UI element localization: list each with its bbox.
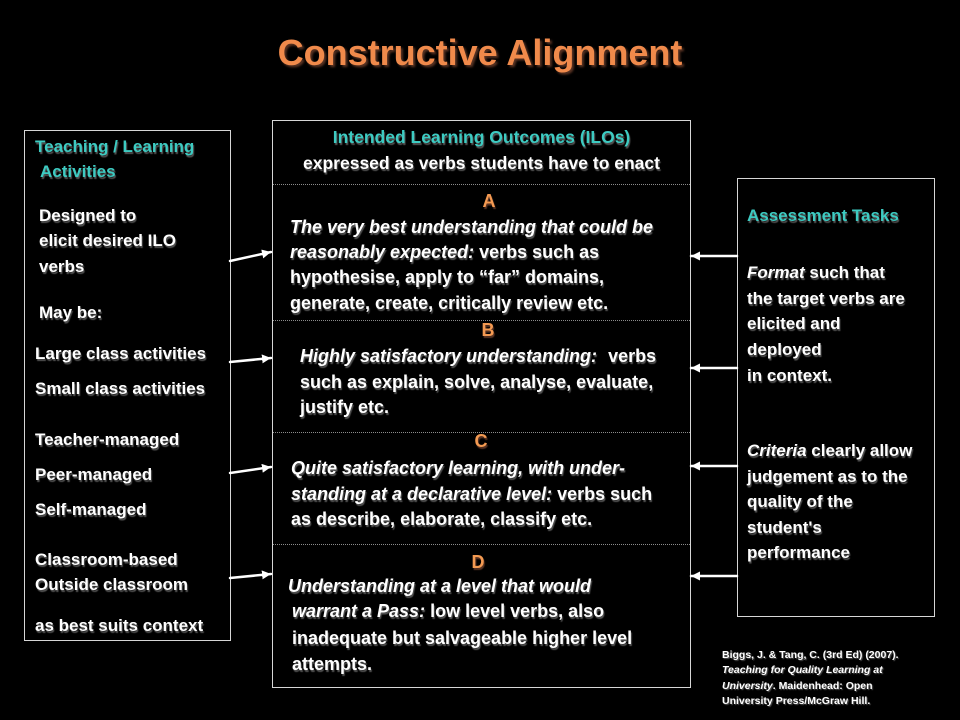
level-divider (273, 544, 690, 545)
level-a-line: The very best understanding that could b… (290, 217, 654, 237)
format-line: elicited and (747, 314, 841, 333)
level-b-text: verbs (608, 346, 657, 366)
level-b-italic-phrase: Highly satisfactory understanding: (300, 346, 598, 366)
format-line: the target verbs are (747, 289, 905, 308)
format-line: in context. (747, 366, 833, 385)
level-b-line: justify etc. (300, 397, 390, 417)
level-a-line: generate, create, critically review etc. (290, 293, 609, 313)
format-line: Format such that (747, 263, 885, 283)
level-b-letter: B (481, 320, 495, 340)
level-d-line: warrant a Pass: low level verbs, also (292, 600, 604, 622)
criteria-line: judgement as to the (747, 467, 908, 486)
criteria-term: Criteria (747, 441, 807, 460)
level-divider (273, 184, 690, 185)
criteria-line: quality of the (747, 492, 853, 511)
ilo-subheading: expressed as verbs students have to enac… (303, 153, 660, 173)
level-b-line: Highly satisfactory understanding: verbs (300, 345, 656, 367)
level-d-italic-phrase: warrant a Pass: (292, 601, 426, 621)
format-line: deployed (747, 340, 822, 359)
tla-designed-line-3: verbs (39, 257, 85, 276)
level-c-letter: C (474, 431, 488, 451)
citation-line: University. Maidenhead: Open (722, 679, 873, 693)
teaching-learning-activities-panel: Teaching / Learning Activities Designed … (24, 130, 231, 641)
assessment-tasks-panel: Assessment Tasks Format such that the ta… (737, 178, 935, 617)
level-d-line: inadequate but salvageable higher level (292, 628, 633, 648)
arrow-tla-to-level-b (228, 354, 273, 364)
ilo-heading: Intended Learning Outcomes (ILOs) (332, 127, 631, 147)
tla-item: Teacher-managed (35, 430, 180, 449)
criteria-line: student's (747, 518, 822, 537)
level-a-line: hypothesise, apply to “far” domains, (290, 267, 605, 287)
level-divider (273, 432, 690, 433)
tla-item: Peer-managed (35, 465, 153, 484)
tla-item: Classroom-based (35, 550, 178, 569)
slide-title: Constructive Alignment (277, 32, 683, 73)
intended-learning-outcomes-panel: Intended Learning Outcomes (ILOs) expres… (272, 120, 691, 688)
level-a-italic-phrase: reasonably expected: (290, 242, 475, 262)
level-a-text: verbs such as (479, 242, 600, 262)
level-d-letter: D (471, 552, 485, 572)
citation-line: Biggs, J. & Tang, C. (3rd Ed) (2007). (722, 649, 899, 661)
criteria-line: performance (747, 543, 850, 562)
level-c-line: standing at a declarative level: verbs s… (291, 483, 652, 505)
criteria-text: clearly allow (811, 441, 913, 460)
level-c-line: as describe, elaborate, classify etc. (291, 509, 593, 529)
tla-may-be-label: May be: (39, 303, 103, 322)
tla-designed-line-1: Designed to (39, 206, 137, 225)
tla-designed-line-2: elicit desired ILO (39, 231, 176, 250)
citation-italic-word: University (722, 680, 773, 692)
tla-item: Outside classroom (35, 575, 189, 594)
format-term: Format (747, 263, 805, 282)
tla-item: Self-managed (35, 500, 147, 519)
citation-text: . Maidenhead: Open (772, 680, 873, 692)
criteria-line: Criteria clearly allow (747, 441, 912, 461)
format-text: such that (809, 263, 885, 282)
level-c-italic-phrase: standing at a declarative level: (291, 484, 553, 504)
level-divider (273, 320, 690, 321)
level-b-line: such as explain, solve, analyse, evaluat… (300, 372, 654, 392)
level-c-text: verbs such (557, 484, 653, 504)
arrow-tla-to-level-c (228, 463, 273, 475)
level-d-line: Understanding at a level that would (288, 576, 592, 596)
level-d-line: attempts. (292, 654, 373, 674)
level-a-letter: A (482, 191, 496, 211)
arrow-tla-to-level-d (228, 570, 273, 580)
arrow-tla-to-level-a (228, 249, 273, 263)
tla-heading-line-1: Teaching / Learning (35, 137, 195, 156)
assessment-heading: Assessment Tasks (747, 206, 899, 225)
level-d-text: low level verbs, also (430, 601, 605, 621)
citation-line: University Press/McGraw Hill. (722, 695, 871, 707)
level-a-line: reasonably expected: verbs such as (290, 241, 599, 263)
citation-line: Teaching for Quality Learning at (722, 664, 883, 676)
level-c-line: Quite satisfactory learning, with under- (291, 458, 626, 478)
tla-item: Small class activities (35, 379, 206, 398)
tla-heading-line-2: Activities (40, 162, 116, 181)
tla-item: Large class activities (35, 344, 207, 363)
tla-item: as best suits context (35, 616, 204, 635)
